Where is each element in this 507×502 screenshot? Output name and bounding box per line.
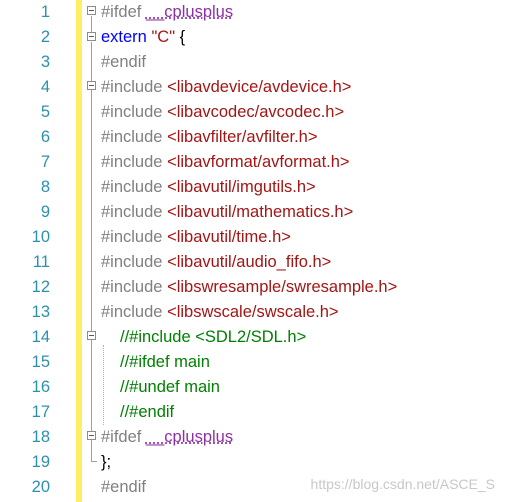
preprocessor-directive: #include [101, 278, 168, 296]
plain-text: { [175, 28, 186, 46]
preprocessor-directive: #include [101, 103, 168, 121]
include-path: <libavcodec/avcodec.h> [167, 103, 345, 121]
line-number: 20 [31, 478, 50, 496]
line-number-gutter: 1 2 3 4 5 6 7 8 9 10 11 12 13 14 15 16 1… [0, 0, 60, 502]
preprocessor-directive: #ifdef [101, 3, 146, 21]
include-path: <libavdevice/avdevice.h> [167, 78, 352, 96]
line-number: 3 [40, 53, 50, 71]
watermark-text: https://blog.csdn.net/ASCE_S [310, 476, 495, 492]
code-line[interactable]: #include <libavdevice/avdevice.h> [101, 75, 351, 100]
keyword: extern [101, 28, 152, 46]
line-number: 12 [31, 278, 50, 296]
macro-name: __cplusplus [145, 3, 234, 21]
comment: //#include <SDL2/SDL.h> [120, 328, 307, 346]
outline-line [91, 42, 93, 462]
code-line[interactable]: //#undef main [120, 375, 220, 400]
preprocessor-directive: #include [101, 153, 168, 171]
string-literal: "C" [151, 28, 176, 46]
preprocessor-directive: #include [101, 253, 168, 271]
comment: //#endif [120, 403, 175, 421]
preprocessor-directive: #include [101, 303, 168, 321]
code-line[interactable]: #endif [101, 475, 146, 500]
comment: //#ifdef main [120, 353, 210, 371]
code-line[interactable]: //#endif [120, 400, 174, 425]
line-number: 13 [31, 303, 50, 321]
code-line[interactable]: #include <libswscale/swscale.h> [101, 300, 339, 325]
code-line[interactable]: #include <libswresample/swresample.h> [101, 275, 397, 300]
preprocessor-directive: #include [101, 203, 168, 221]
include-path: <libavutil/audio_fifo.h> [167, 253, 332, 271]
collapse-toggle-icon[interactable] [87, 81, 96, 90]
include-path: <libavfilter/avfilter.h> [167, 128, 318, 146]
code-line[interactable]: #include <libavutil/mathematics.h> [101, 200, 353, 225]
preprocessor-directive: #endif [101, 478, 146, 496]
code-line[interactable]: //#ifdef main [120, 350, 210, 375]
code-line[interactable]: #endif [101, 50, 146, 75]
code-line[interactable]: #include <libavutil/audio_fifo.h> [101, 250, 331, 275]
line-number: 19 [31, 453, 50, 471]
collapse-toggle-icon[interactable] [87, 6, 96, 15]
code-line[interactable]: //#include <SDL2/SDL.h> [120, 325, 306, 350]
line-number: 5 [40, 103, 50, 121]
collapse-toggle-icon[interactable] [87, 32, 96, 41]
include-path: <libavformat/avformat.h> [167, 153, 350, 171]
include-path: <libavutil/imgutils.h> [167, 178, 316, 196]
line-number: 16 [31, 378, 50, 396]
line-number: 8 [40, 178, 50, 196]
line-number: 7 [40, 153, 50, 171]
code-line[interactable]: #include <libavformat/avformat.h> [101, 150, 350, 175]
code-line[interactable]: #ifdef __cplusplus [101, 0, 233, 25]
comment: //#undef main [120, 378, 220, 396]
include-path: <libswresample/swresample.h> [167, 278, 398, 296]
code-line[interactable]: #include <libavutil/imgutils.h> [101, 175, 316, 200]
outline-end-mark [91, 461, 97, 462]
outline-line [91, 16, 93, 32]
line-number: 14 [31, 328, 50, 346]
preprocessor-directive: #include [101, 78, 168, 96]
preprocessor-directive: #include [101, 228, 168, 246]
plain-text: }; [101, 453, 112, 471]
include-path: <libswscale/swscale.h> [167, 303, 339, 321]
change-tracking-bar [76, 0, 82, 502]
code-line[interactable]: #ifdef __cplusplus [101, 425, 233, 450]
line-number: 6 [40, 128, 50, 146]
preprocessor-directive: #include [101, 178, 168, 196]
line-number: 4 [40, 78, 50, 96]
macro-name: __cplusplus [145, 428, 234, 446]
collapse-toggle-icon[interactable] [87, 431, 96, 440]
code-line[interactable]: }; [101, 450, 111, 475]
code-line[interactable]: #include <libavcodec/avcodec.h> [101, 100, 344, 125]
preprocessor-directive: #ifdef [101, 428, 146, 446]
line-number: 1 [40, 3, 50, 21]
line-number: 11 [32, 253, 50, 271]
include-path: <libavutil/time.h> [167, 228, 291, 246]
indent-guide [103, 345, 104, 425]
line-number: 10 [31, 228, 50, 246]
line-number: 2 [40, 28, 50, 46]
line-number: 18 [31, 428, 50, 446]
code-line[interactable]: extern "C" { [101, 25, 185, 50]
collapse-toggle-icon[interactable] [87, 331, 96, 340]
line-number: 9 [40, 203, 50, 221]
code-line[interactable]: #include <libavfilter/avfilter.h> [101, 125, 317, 150]
line-number: 17 [31, 403, 50, 421]
code-line[interactable]: #include <libavutil/time.h> [101, 225, 291, 250]
preprocessor-directive: #endif [101, 53, 146, 71]
include-path: <libavutil/mathematics.h> [167, 203, 354, 221]
line-number: 15 [31, 353, 50, 371]
preprocessor-directive: #include [101, 128, 168, 146]
